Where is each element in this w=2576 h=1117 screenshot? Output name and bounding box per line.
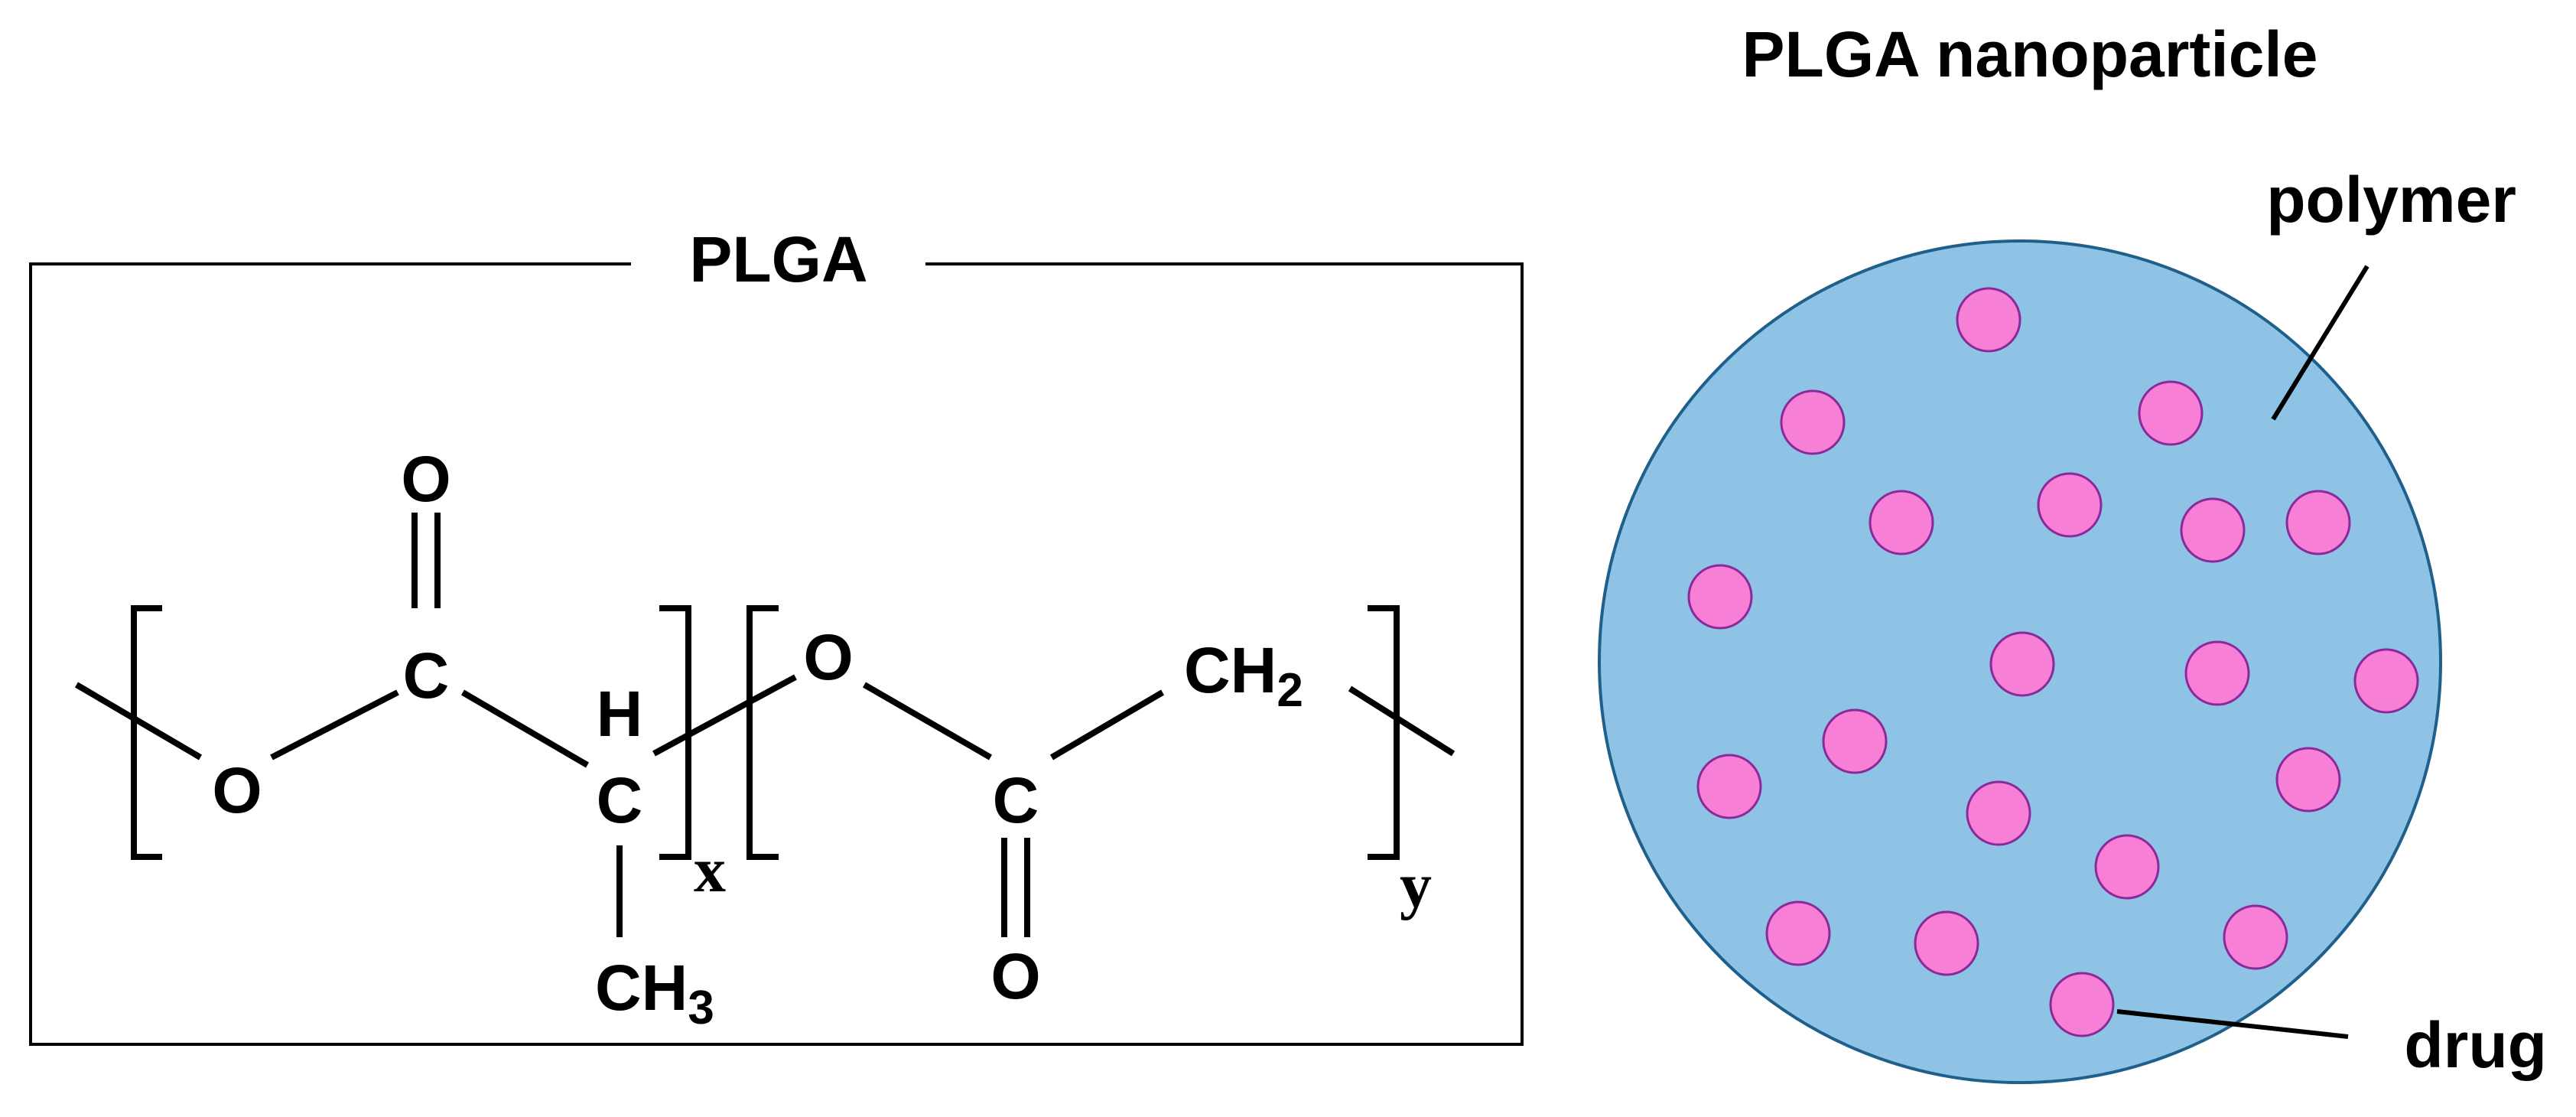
atom-c-alpha: C	[597, 764, 643, 836]
atom-ch2: CH2	[1184, 634, 1303, 717]
drug-molecule	[1869, 490, 1934, 555]
nanoparticle-panel: PLGA nanoparticle polymer drug	[1598, 18, 2547, 1084]
bond-calpha-o2	[652, 674, 797, 757]
drug-molecule	[2285, 490, 2351, 555]
drug-molecule	[1989, 631, 2055, 697]
bond-c1-calpha	[460, 689, 590, 768]
drug-molecule	[1956, 287, 2021, 353]
drug-molecule	[2049, 972, 2115, 1037]
atom-o-carbonyl-1: O	[401, 443, 450, 515]
subscript-y: y	[1400, 850, 1432, 921]
bond-o1-c1	[270, 689, 399, 760]
bond-o2-c2	[863, 682, 992, 760]
nanoparticle-title: PLGA nanoparticle	[1742, 18, 2317, 90]
bracket-lactide-open	[131, 605, 162, 860]
drug-leader-line	[2116, 1009, 2349, 1039]
drug-molecule	[1822, 708, 1888, 774]
bracket-lactide-close	[659, 605, 691, 860]
bond-c2-ch2	[1049, 689, 1165, 760]
structure-title: PLGA	[689, 223, 867, 295]
drug-molecule	[2037, 472, 2103, 538]
drug-molecule	[1765, 900, 1831, 966]
subscript-x: x	[694, 835, 726, 906]
drug-molecule	[1914, 910, 1979, 976]
ch2-ch: CH	[1184, 634, 1277, 706]
polymer-leader-line	[2271, 265, 2369, 421]
bond-terminal-left	[74, 682, 203, 760]
atom-o-carbonyl-2: O	[990, 940, 1040, 1012]
bond-terminal-right	[1348, 686, 1456, 757]
methyl-ch: CH	[595, 952, 688, 1024]
drug-label: drug	[2404, 1009, 2547, 1081]
methyl-subscript: 3	[688, 982, 714, 1034]
drug-molecule	[1966, 780, 2031, 846]
bracket-glycolide-open	[746, 605, 779, 860]
atom-methyl: CH3	[595, 952, 714, 1034]
atom-c-carbonyl-1: C	[403, 640, 450, 712]
drug-molecule	[2094, 834, 2160, 900]
drug-molecule	[1780, 389, 1846, 455]
drug-molecules	[1687, 287, 2419, 1037]
drug-molecule	[2353, 648, 2419, 714]
drug-molecule	[2275, 747, 2341, 813]
polymer-label: polymer	[2266, 164, 2516, 236]
ch2-subscript: 2	[1277, 664, 1303, 717]
atom-c-carbonyl-2: C	[993, 764, 1039, 836]
drug-molecule	[2223, 904, 2288, 970]
drug-molecule	[1687, 564, 1753, 630]
atom-o-ester-2: O	[803, 621, 853, 693]
plga-structure-panel: PLGA O C H C O CH3 O CH2 C O x y	[29, 223, 1524, 1046]
drug-molecule	[1696, 754, 1762, 819]
drug-molecule	[2138, 380, 2204, 446]
bracket-glycolide-close	[1368, 605, 1400, 860]
drug-molecule	[2180, 497, 2246, 563]
drug-molecule	[2184, 640, 2250, 706]
atom-o-ester-1: O	[212, 754, 262, 826]
atom-h-alpha: H	[597, 678, 643, 750]
structure-frame	[29, 262, 1524, 1046]
